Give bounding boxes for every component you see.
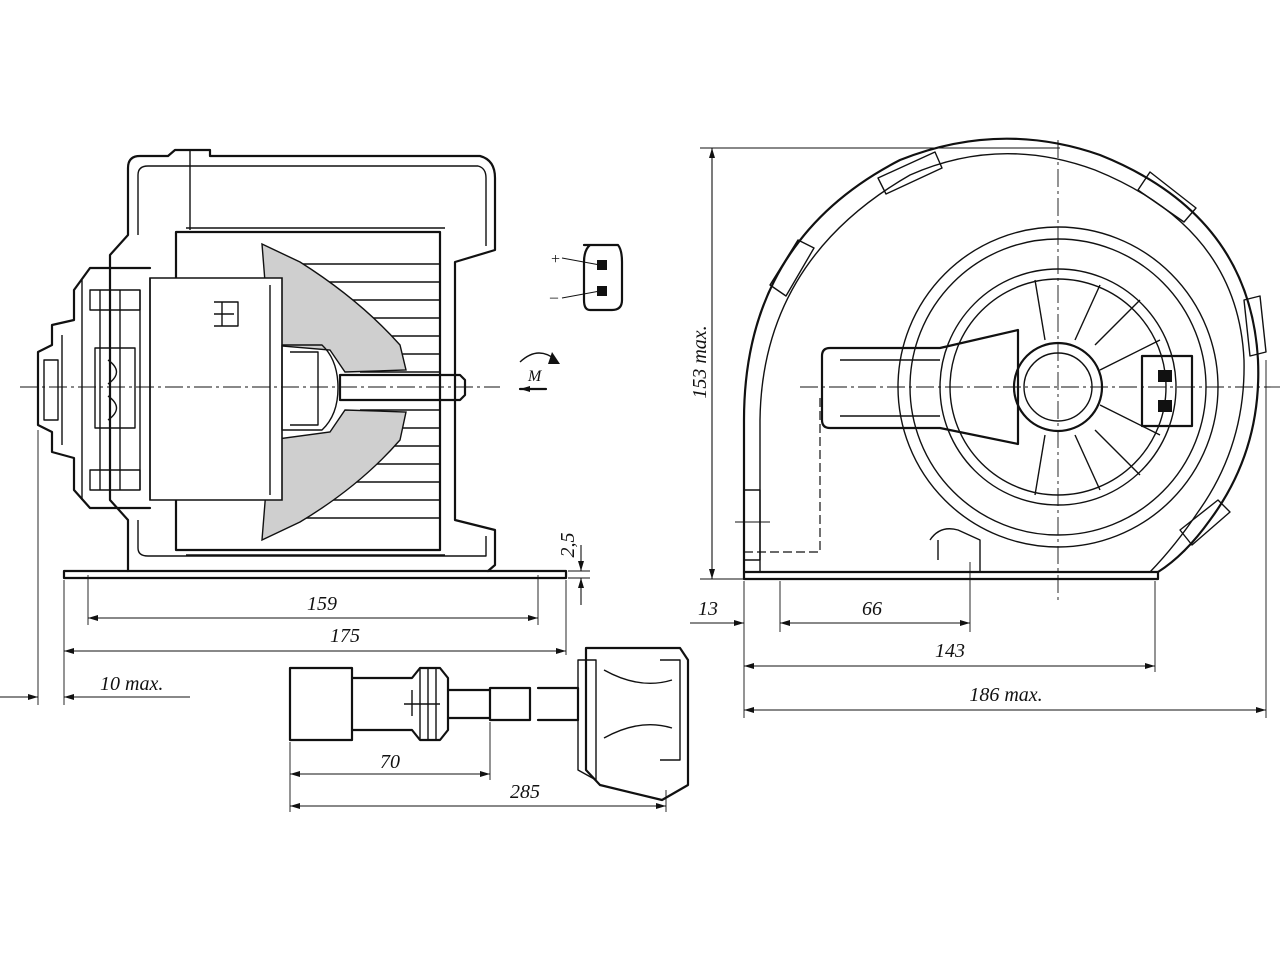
outlet-duct bbox=[820, 328, 1020, 446]
housing-clips bbox=[769, 151, 1267, 546]
cable-assembly: 70 285 bbox=[288, 646, 690, 812]
dim-143: 143 bbox=[935, 640, 965, 662]
dim-285: 285 bbox=[510, 781, 540, 803]
dim-66: 66 bbox=[862, 598, 882, 620]
cable-plug bbox=[288, 666, 354, 742]
impeller-spokes bbox=[1034, 279, 1161, 496]
dim-186max: 186 max. bbox=[969, 684, 1042, 706]
end-cap bbox=[36, 266, 152, 510]
motor-body bbox=[149, 277, 283, 501]
dim-2-5: 2,5 bbox=[557, 533, 579, 558]
base-plate bbox=[62, 569, 568, 580]
dim-10max: 10 max. bbox=[100, 673, 163, 695]
left-view-dimensions: 159 175 10 max. 2,5 bbox=[0, 430, 590, 705]
front-view bbox=[735, 137, 1280, 600]
front-base bbox=[742, 570, 1160, 581]
front-connector bbox=[1140, 354, 1194, 428]
rotation-label: M bbox=[527, 368, 543, 385]
dim-159: 159 bbox=[307, 593, 337, 615]
connector-plus: + bbox=[550, 251, 561, 268]
connector-minus: – bbox=[549, 289, 559, 306]
dim-13: 13 bbox=[698, 598, 718, 620]
dim-70: 70 bbox=[380, 751, 400, 773]
side-view: M bbox=[20, 148, 568, 580]
cable-socket bbox=[584, 646, 690, 802]
housing-outline bbox=[108, 148, 497, 573]
dim-175: 175 bbox=[330, 625, 360, 647]
right-view-dimensions: 153 max. 13 66 143 186 max. bbox=[689, 147, 1267, 718]
motor-shaft bbox=[338, 373, 467, 402]
connector-symbol: + – bbox=[549, 243, 624, 312]
dim-153max: 153 max. bbox=[689, 325, 711, 398]
motor-marking bbox=[214, 301, 239, 327]
cable-wire bbox=[488, 686, 532, 722]
fan-hub bbox=[261, 242, 407, 373]
